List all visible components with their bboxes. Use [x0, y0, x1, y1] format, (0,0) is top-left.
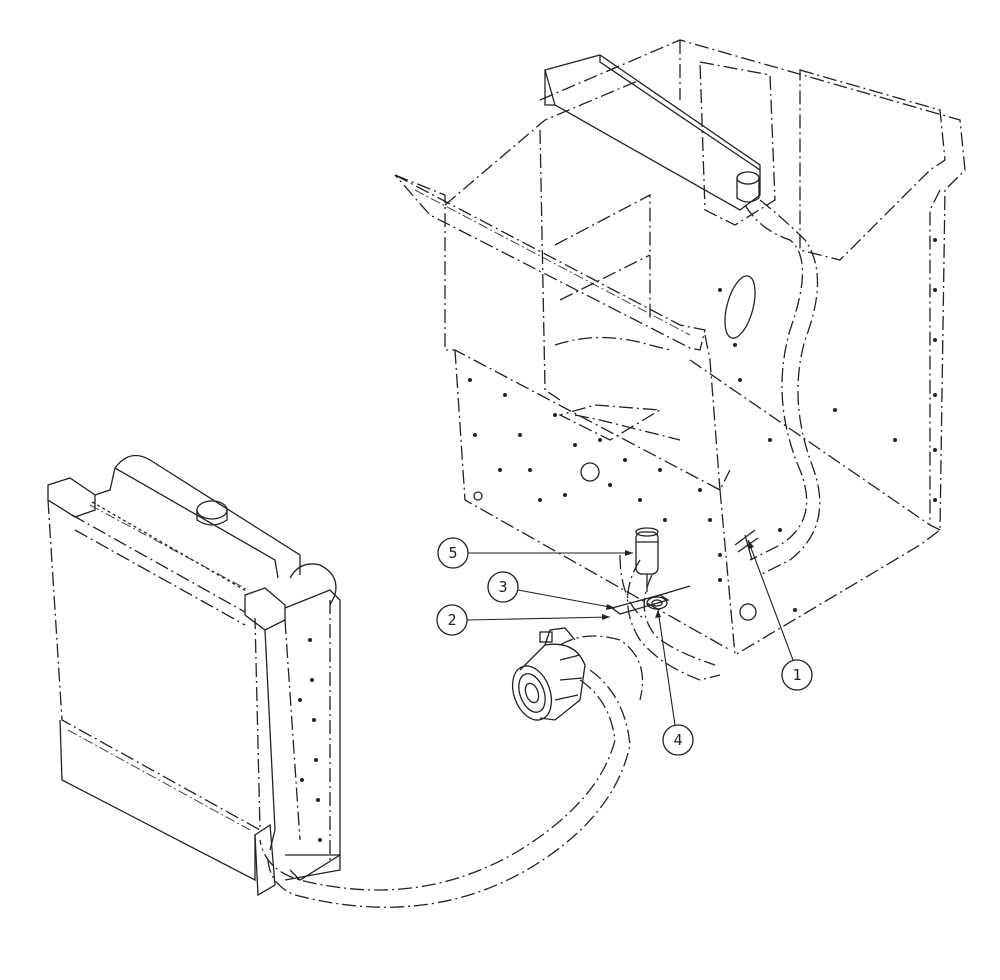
callout-5[interactable]: 5 — [437, 537, 633, 569]
callout-1-label: 1 — [792, 666, 801, 684]
callout-2-label: 2 — [447, 611, 456, 629]
rivet-dots — [468, 238, 937, 612]
callout-3[interactable]: 3 — [487, 571, 616, 610]
callout-1[interactable]: 1 — [747, 539, 813, 691]
callout-4[interactable]: 4 — [655, 609, 694, 756]
callout-3-label: 3 — [498, 578, 507, 596]
mounting-bracket — [610, 585, 691, 615]
callout-4-label: 4 — [673, 731, 682, 749]
radiator-condenser — [47, 454, 341, 897]
callout-5-label: 5 — [448, 544, 457, 562]
receiver-drier — [619, 527, 659, 621]
clamp — [646, 596, 668, 610]
cab-frame — [394, 39, 966, 656]
ac-compressor — [511, 627, 586, 721]
callout-2[interactable]: 2 — [436, 604, 611, 636]
bulkhead-fitting — [734, 529, 759, 561]
evaporator-unit — [736, 171, 760, 203]
refrigerant-hoses — [259, 199, 821, 908]
